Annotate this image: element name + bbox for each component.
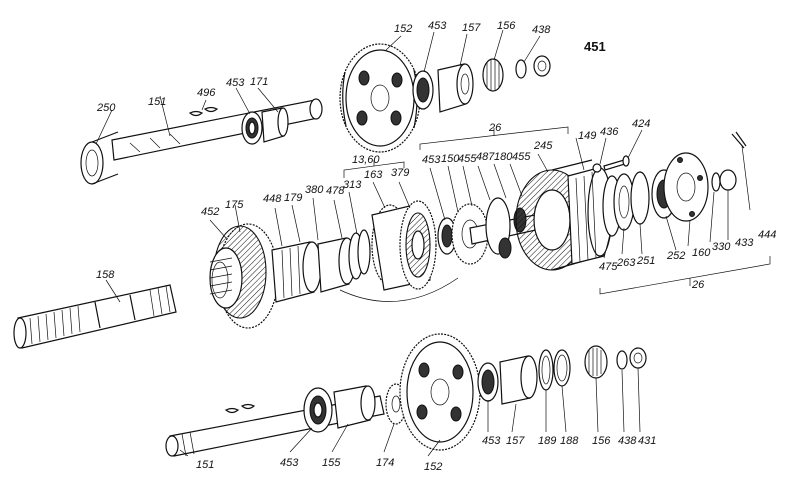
cotter-pin-444	[731, 131, 747, 149]
label-175: 175	[225, 199, 244, 211]
label-451-top: 451	[584, 39, 606, 54]
label-263: 263	[617, 257, 636, 269]
label-156-top: 156	[497, 20, 516, 32]
label-160: 160	[692, 247, 711, 259]
label-330: 330	[712, 241, 731, 253]
label-179: 179	[284, 192, 303, 204]
washer-436	[592, 163, 602, 173]
label-475: 475	[599, 261, 618, 273]
upper-shaft-assembly	[80, 98, 323, 185]
cage-156-upper	[482, 58, 504, 92]
label-496: 496	[197, 87, 216, 99]
bracket-26-top	[419, 126, 569, 150]
label-250: 250	[97, 102, 116, 114]
label-433: 433	[735, 237, 754, 249]
label-487: 487	[476, 151, 495, 163]
key-496	[188, 110, 204, 117]
cage-156-lower	[584, 345, 608, 379]
label-245: 245	[534, 140, 553, 152]
label-26-top: 26	[489, 122, 502, 134]
label-150: 150	[441, 153, 460, 165]
label-152-bottom: 152	[424, 461, 443, 473]
flange-160	[663, 152, 709, 222]
label-163: 163	[364, 169, 383, 181]
label-453-main: 453	[422, 154, 441, 166]
main-shaft-assembly	[13, 29, 771, 349]
label-379: 379	[391, 167, 410, 179]
label-171: 171	[250, 76, 269, 88]
label-453-bottom-right: 453	[482, 435, 501, 447]
bracket-26-bottom	[599, 256, 771, 295]
label-13-60: 13,60	[352, 154, 380, 166]
label-188: 188	[560, 435, 579, 447]
label-438-bottom: 438	[618, 435, 637, 447]
label-453-bottom: 453	[280, 457, 299, 469]
label-424: 424	[632, 118, 651, 130]
label-438-top: 438	[532, 24, 551, 36]
label-455-b: 455	[512, 151, 531, 163]
shaft-158	[17, 284, 177, 349]
label-478: 478	[326, 185, 345, 197]
label-448: 448	[263, 193, 282, 205]
label-155: 155	[322, 457, 341, 469]
label-157-bottom: 157	[506, 435, 525, 447]
label-453-top: 453	[428, 20, 447, 32]
label-189: 189	[538, 435, 557, 447]
washer-330	[711, 172, 721, 192]
label-436: 436	[600, 126, 619, 138]
label-151-top: 151	[148, 96, 167, 108]
upper-gear-assembly	[339, 43, 551, 153]
label-431: 431	[638, 435, 657, 447]
nut-451-upper	[533, 55, 551, 77]
label-452: 452	[201, 206, 220, 218]
label-444: 444	[758, 229, 777, 241]
label-252: 252	[667, 250, 686, 262]
bolt-424	[603, 159, 626, 171]
label-455-a: 455	[458, 153, 477, 165]
return-arrow	[339, 277, 459, 302]
bracket-1360	[343, 160, 405, 178]
label-380: 380	[305, 184, 324, 196]
label-151-bottom: 151	[196, 459, 215, 471]
nut-431	[629, 347, 647, 369]
label-251: 251	[637, 255, 656, 267]
lower-assembly	[165, 333, 647, 457]
cup-250	[80, 141, 104, 185]
label-158: 158	[96, 269, 115, 281]
label-180: 180	[494, 151, 513, 163]
label-453-upper: 453	[226, 77, 245, 89]
label-156-bottom: 156	[592, 435, 611, 447]
ring-188	[553, 349, 571, 387]
label-152-top: 152	[394, 23, 413, 35]
ring-251	[630, 171, 650, 225]
label-174: 174	[376, 457, 395, 469]
nut-433	[719, 169, 737, 191]
label-157-top: 157	[462, 22, 481, 34]
washer-438-upper	[515, 59, 527, 79]
label-313: 313	[343, 179, 362, 191]
label-26-bottom: 26	[692, 279, 705, 291]
label-149: 149	[578, 130, 597, 142]
washer-438-lower	[616, 350, 628, 370]
